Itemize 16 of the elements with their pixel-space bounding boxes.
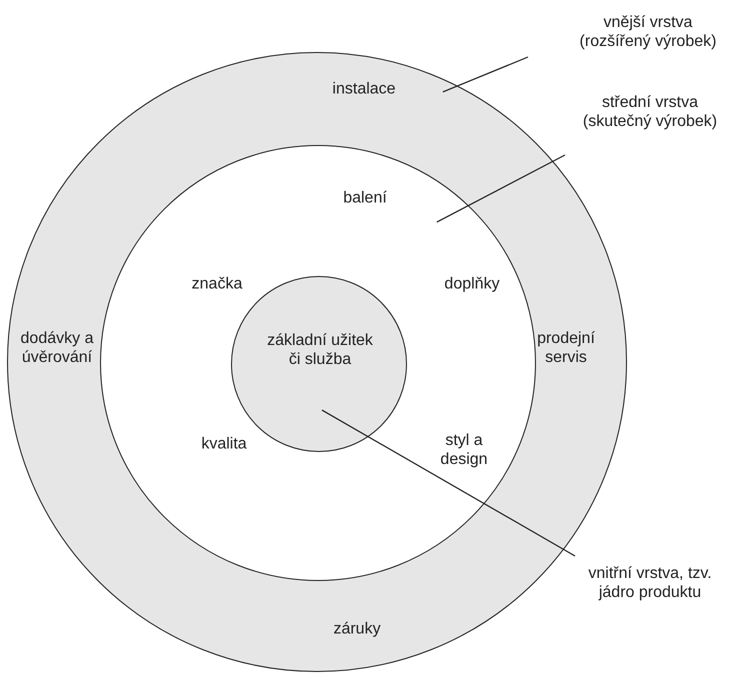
callout-text: vnitřní vrstva, tzv. jádro produktu (587, 564, 713, 602)
callout-text: střední vrstva (skutečný výrobek) (582, 93, 718, 131)
ring-label: balení (342, 188, 388, 208)
ring-label: záruky (332, 620, 382, 638)
ring-label: doplňky (443, 274, 501, 294)
leader-line (436, 154, 566, 223)
ring-label: kvalita (200, 434, 248, 454)
ring-label: prodejní servis (536, 329, 596, 367)
leader-line (442, 56, 528, 93)
ring-label: instalace (331, 80, 397, 98)
ring-label: styl a design (439, 431, 489, 469)
leader-line (322, 410, 576, 557)
ring-label: základní užitek či služba (266, 331, 374, 369)
ring-label: značka (190, 274, 244, 294)
ring-label: dodávky a úvěrování (20, 329, 94, 367)
callout-text: vnější vrstva (rozšířený výrobek) (578, 13, 718, 51)
